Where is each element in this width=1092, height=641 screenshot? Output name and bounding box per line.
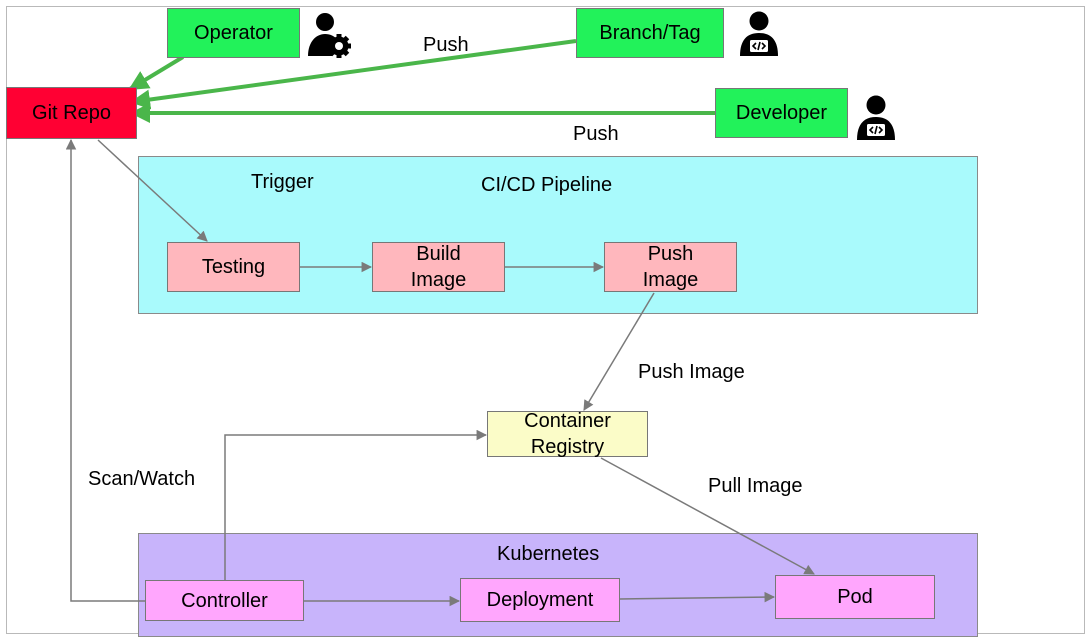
controller-box: Controller <box>145 580 304 621</box>
build-image-box: Build Image <box>372 242 505 292</box>
container-registry-box: Container Registry <box>487 410 648 458</box>
scan-watch-label: Scan/Watch <box>88 468 196 490</box>
cicd-pipeline-title: CI/CD Pipeline <box>481 174 613 196</box>
push-image-box: Push Image <box>604 242 737 292</box>
controller-to-registry-arrow <box>224 429 488 580</box>
pod-box: Pod <box>775 575 935 619</box>
git-repo-box: Git Repo <box>6 87 137 139</box>
push-image-label: Push Image <box>638 361 745 383</box>
operator-to-git-repo-arrow <box>128 55 185 91</box>
developer-box: Developer <box>715 88 848 138</box>
developer-code-icon <box>857 95 895 140</box>
registry-to-pod-arrow <box>600 457 815 575</box>
user-gear-icon <box>308 13 351 58</box>
deployment-to-pod-arrow <box>619 591 776 603</box>
developer-code-icon <box>740 11 778 56</box>
push-image-to-registry-arrow <box>583 292 655 411</box>
pull-image-label: Pull Image <box>708 475 803 497</box>
push-label-lower: Push <box>573 123 619 145</box>
testing-box: Testing <box>167 242 300 292</box>
git-repo-to-testing-arrow <box>97 139 208 242</box>
controller-to-git-repo-arrow <box>65 138 145 602</box>
push-label-upper: Push <box>423 34 469 56</box>
operator-box: Operator <box>167 8 300 58</box>
kubernetes-title: Kubernetes <box>497 543 600 565</box>
trigger-label: Trigger <box>251 171 314 193</box>
branch-tag-box: Branch/Tag <box>576 8 724 58</box>
deployment-box: Deployment <box>460 578 620 622</box>
branch-tag-to-git-repo-arrow <box>130 39 577 110</box>
